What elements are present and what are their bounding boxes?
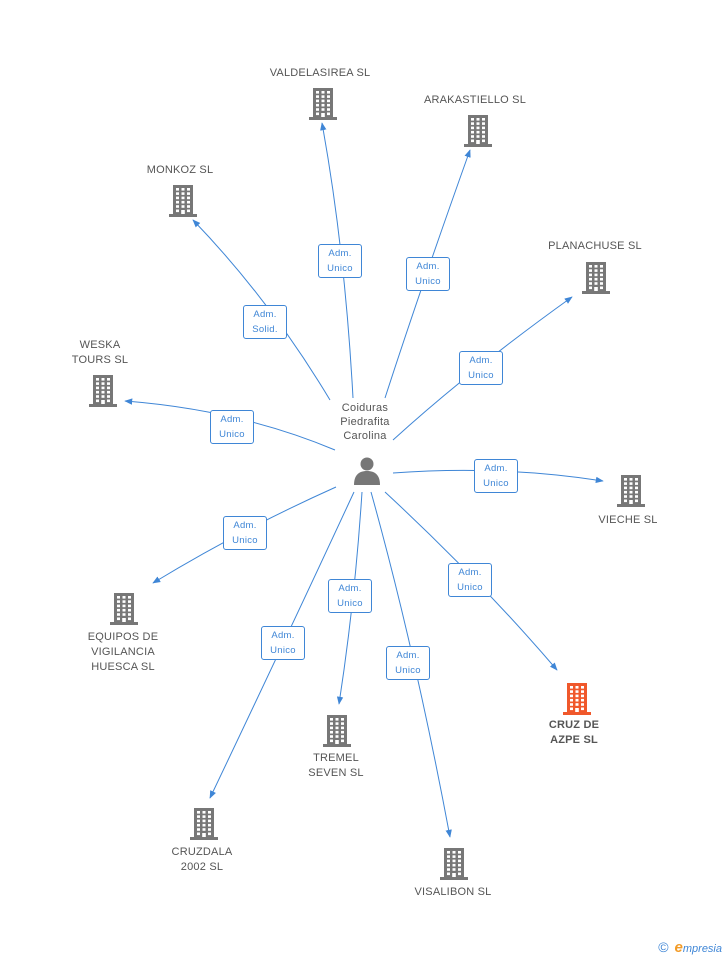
person-icon[interactable] <box>352 455 382 485</box>
empresia-watermark[interactable]: © empresia <box>658 939 722 956</box>
company-label-arakastiello[interactable]: ARAKASTIELLO SL <box>423 94 527 106</box>
company-label-tremel[interactable]: TREMEL SEVEN SL <box>308 752 364 779</box>
brand-logo-letter: e <box>674 939 683 956</box>
building-icon[interactable] <box>167 183 199 217</box>
company-label-monkoz[interactable]: MONKOZ SL <box>146 164 214 176</box>
building-icon[interactable] <box>561 681 593 715</box>
building-icon[interactable] <box>87 373 119 407</box>
building-icon[interactable] <box>188 806 220 840</box>
role-badge-monkoz[interactable]: Adm. Solid. <box>243 305 287 339</box>
company-label-vieche[interactable]: VIECHE SL <box>598 514 658 526</box>
building-icon[interactable] <box>307 86 339 120</box>
company-label-planachuse[interactable]: PLANACHUSE SL <box>548 240 642 252</box>
role-badge-weska[interactable]: Adm. Unico <box>210 410 254 444</box>
company-label-visalibon[interactable]: VISALIBON SL <box>414 886 492 898</box>
company-label-weska[interactable]: WESKA TOURS SL <box>71 339 129 366</box>
role-badge-cruz[interactable]: Adm. Unico <box>448 563 492 597</box>
copyright-symbol: © <box>658 939 669 955</box>
company-label-cruzdala[interactable]: CRUZDALA 2002 SL <box>171 846 233 873</box>
building-icon[interactable] <box>438 846 470 880</box>
company-label-equipos[interactable]: EQUIPOS DE VIGILANCIA HUESCA SL <box>87 631 159 673</box>
role-badge-planachuse[interactable]: Adm. Unico <box>459 351 503 385</box>
role-badge-valdelasirea[interactable]: Adm. Unico <box>318 244 362 278</box>
role-badge-equipos[interactable]: Adm. Unico <box>223 516 267 550</box>
building-icon[interactable] <box>615 473 647 507</box>
building-icon[interactable] <box>108 591 140 625</box>
center-person-name[interactable]: Coiduras Piedrafita Carolina <box>340 402 390 442</box>
role-badge-cruzdala[interactable]: Adm. Unico <box>261 626 305 660</box>
company-label-cruz[interactable]: CRUZ DE AZPE SL <box>548 719 600 746</box>
building-icon[interactable] <box>462 113 494 147</box>
role-badge-visalibon[interactable]: Adm. Unico <box>386 646 430 680</box>
role-badge-tremel[interactable]: Adm. Unico <box>328 579 372 613</box>
role-badge-arakastiello[interactable]: Adm. Unico <box>406 257 450 291</box>
role-badge-vieche[interactable]: Adm. Unico <box>474 459 518 493</box>
building-icon[interactable] <box>580 260 612 294</box>
company-label-valdelasirea[interactable]: VALDELASIREA SL <box>269 67 371 79</box>
building-icon[interactable] <box>321 713 353 747</box>
brand-logo-text: mpresia <box>682 943 722 955</box>
